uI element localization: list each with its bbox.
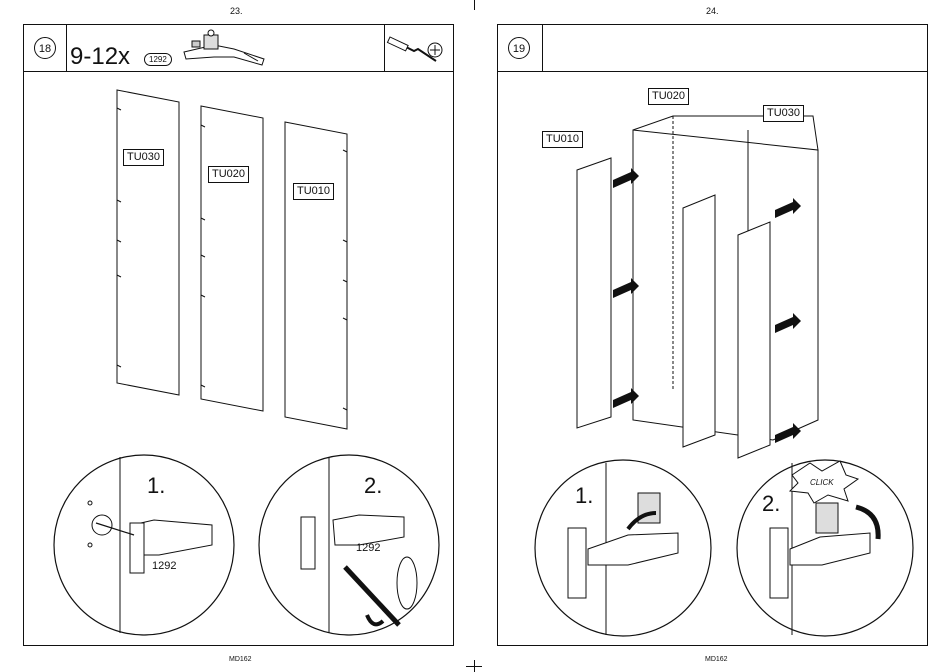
step-number-badge: 18 [34,37,56,59]
page-frame-right: 19 TU020 TU030 TU010 1. [497,24,928,646]
detail-step-label: 1. [147,473,165,499]
panel-label: TU010 [542,131,583,148]
detail-circle-2 [249,445,449,645]
panel-label: TU020 [648,88,689,105]
hardware-quantity: 9-12x [70,43,130,71]
door-panels-drawing [109,90,369,430]
detail-circle-1 [528,453,718,643]
crop-mark [474,0,475,10]
page-number-right: 24. [706,6,719,16]
wardrobe-assembly-drawing [573,110,873,470]
detail-circle-1 [44,445,244,645]
cross-screw-icon [426,41,444,59]
detail-step-label: 2. [364,473,382,499]
panel-label: TU030 [763,105,804,122]
part-code-pill: 1292 [144,53,172,66]
panel-label: TU030 [123,149,164,166]
panel-label: TU010 [293,183,334,200]
step-header: 18 9-12x 1292 [24,25,453,72]
footer-code-right: MD162 [705,656,728,663]
step-header: 19 [498,25,927,72]
crop-mark [466,666,482,667]
detail-part-code: 1292 [356,542,380,554]
detail-step-label: 1. [575,483,593,509]
hinge-hardware-icon [174,27,274,67]
click-callout: CLICK [810,478,834,487]
detail-step-label: 2. [762,491,780,517]
page-frame-left: 18 9-12x 1292 TU030 T [23,24,454,646]
detail-part-code: 1292 [152,560,176,572]
panel-label: TU020 [208,166,249,183]
page-number-left: 23. [230,6,243,16]
step-number-badge: 19 [508,37,530,59]
footer-code-left: MD162 [229,656,252,663]
